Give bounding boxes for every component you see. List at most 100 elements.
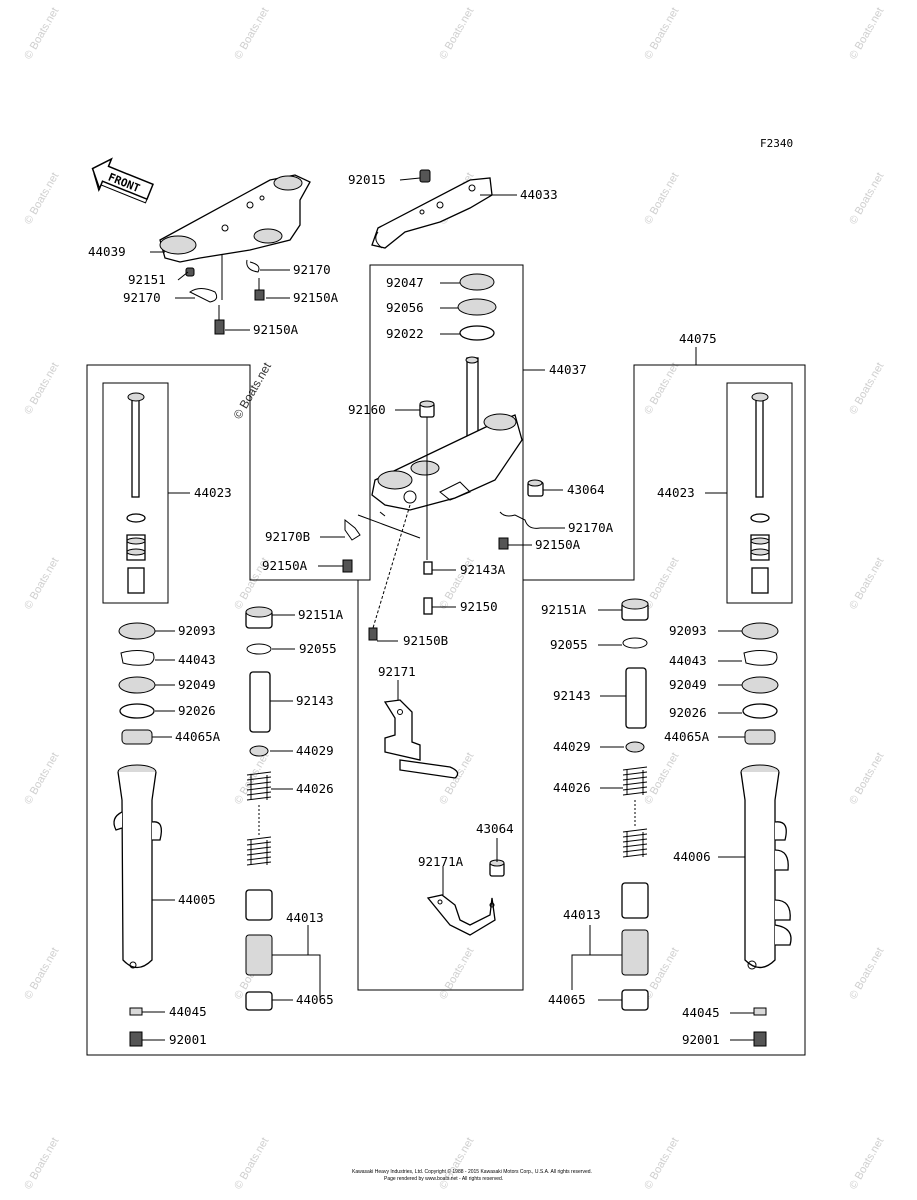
bolt-92150B <box>368 627 378 641</box>
seal-92022 <box>459 325 495 341</box>
label-92150A-top: 92150A <box>293 290 339 305</box>
svg-text:© Boats.net: © Boats.net <box>847 1136 886 1192</box>
clip-92170A <box>499 511 541 529</box>
label-43064-bottom: 43064 <box>476 821 514 836</box>
svg-text:© Boats.net: © Boats.net <box>22 6 61 62</box>
svg-text:© Boats.net: © Boats.net <box>847 751 886 807</box>
label-92150A-left: 92150A <box>262 558 308 573</box>
left-inner-fork-parts <box>245 606 273 1011</box>
watermark-dark: © Boats.net <box>230 359 274 421</box>
svg-text:© Boats.net: © Boats.net <box>437 1136 476 1192</box>
label-44026-left: 44026 <box>296 781 334 796</box>
handlebar-holder-44033 <box>371 169 493 249</box>
label-92150A-top2: 92150A <box>253 322 299 337</box>
diagram-code: F2340 <box>760 137 793 150</box>
front-arrow-icon: FRONT <box>91 157 154 204</box>
bolt-92150A-mid <box>498 537 509 550</box>
label-44039: 44039 <box>88 244 126 259</box>
label-92022: 92022 <box>386 326 424 341</box>
svg-text:© Boats.net: © Boats.net <box>22 361 61 417</box>
svg-text:© Boats.net: © Boats.net <box>22 946 61 1002</box>
label-92170B: 92170B <box>265 529 310 544</box>
steering-stem-44037 <box>371 356 523 511</box>
svg-text:© Boats.net: © Boats.net <box>232 6 271 62</box>
label-44043-left: 44043 <box>178 652 216 667</box>
label-92171: 92171 <box>378 664 416 679</box>
svg-text:© Boats.net: © Boats.net <box>22 171 61 227</box>
label-92001-right: 92001 <box>682 1032 720 1047</box>
label-44043-right: 44043 <box>669 653 707 668</box>
label-92055-left: 92055 <box>299 641 337 656</box>
label-92093-right: 92093 <box>669 623 707 638</box>
label-44037: 44037 <box>549 362 587 377</box>
label-44045-right: 44045 <box>682 1005 720 1020</box>
svg-text:© Boats.net: © Boats.net <box>847 556 886 612</box>
bushing-92160 <box>419 400 435 560</box>
label-92151A-left: 92151A <box>298 607 344 622</box>
clip-92170B <box>344 518 361 541</box>
svg-text:© Boats.net: © Boats.net <box>642 751 681 807</box>
label-92170-top: 92170 <box>293 262 331 277</box>
bolt-92150A-left <box>342 559 353 573</box>
stem-group-box <box>357 264 524 991</box>
label-43064-top: 43064 <box>567 482 605 497</box>
label-44065A-right: 44065A <box>664 729 710 744</box>
label-44065-right: 44065 <box>548 992 586 1007</box>
bracket-92171A <box>426 894 496 936</box>
label-92049-right: 92049 <box>669 677 707 692</box>
label-92047: 92047 <box>386 275 424 290</box>
outer-tube-44005 <box>113 764 163 1047</box>
leader-lines <box>142 177 754 1041</box>
left-fork-box <box>86 364 806 1056</box>
label-44006: 44006 <box>673 849 711 864</box>
label-92026-left: 92026 <box>178 703 216 718</box>
damper-rod-kit-44023-right <box>726 382 793 604</box>
svg-text:© Boats.net: © Boats.net <box>847 6 886 62</box>
label-92049-left: 92049 <box>178 677 216 692</box>
label-92151: 92151 <box>128 272 166 287</box>
svg-text:© Boats.net: © Boats.net <box>847 171 886 227</box>
svg-text:© Boats.net: © Boats.net <box>847 946 886 1002</box>
upper-bracket-44039 <box>159 174 311 335</box>
label-92056: 92056 <box>386 300 424 315</box>
collar-43064-top <box>527 479 544 497</box>
label-44005: 44005 <box>178 892 216 907</box>
label-92026-right: 92026 <box>669 705 707 720</box>
label-92143-right: 92143 <box>553 688 591 703</box>
footer-copyright: Kawasaki Heavy Industries, Ltd. Copyrigh… <box>352 1168 592 1175</box>
label-92160: 92160 <box>348 402 386 417</box>
label-92171A: 92171A <box>418 854 464 869</box>
svg-text:© Boats.net: © Boats.net <box>642 361 681 417</box>
right-fork-seals <box>741 622 779 745</box>
label-44033: 44033 <box>520 187 558 202</box>
label-92001-left: 92001 <box>169 1032 207 1047</box>
label-44013-left: 44013 <box>286 910 324 925</box>
bolt-92150 <box>423 597 433 615</box>
part-labels: 44039 92151 92170 92170 92150A 92150A 92… <box>88 172 720 1047</box>
right-inner-fork-parts <box>621 598 649 1011</box>
label-92150: 92150 <box>460 599 498 614</box>
footer-rendered: Page rendered by www.boats.net - All rig… <box>384 1176 503 1182</box>
label-92151A-right: 92151A <box>541 602 587 617</box>
seal-92047 <box>459 273 495 291</box>
collar-43064-bottom <box>489 859 505 877</box>
bracket-92171 <box>383 699 459 779</box>
svg-text:© Boats.net: © Boats.net <box>232 1136 271 1192</box>
label-92150A-mid: 92150A <box>535 537 581 552</box>
label-44029-right: 44029 <box>553 739 591 754</box>
label-92093-left: 92093 <box>178 623 216 638</box>
label-92015: 92015 <box>348 172 386 187</box>
label-44065A-left: 44065A <box>175 729 221 744</box>
bolt-92143A <box>423 561 433 575</box>
label-92055-right: 92055 <box>550 637 588 652</box>
svg-text:© Boats.net: © Boats.net <box>642 6 681 62</box>
svg-text:© Boats.net: © Boats.net <box>437 946 476 1002</box>
svg-text:© Boats.net: © Boats.net <box>22 1136 61 1192</box>
label-92170A: 92170A <box>568 520 614 535</box>
label-44075: 44075 <box>679 331 717 346</box>
svg-text:© Boats.net: © Boats.net <box>22 556 61 612</box>
damper-rod-kit-44023-left <box>102 382 169 604</box>
label-44023-left: 44023 <box>194 485 232 500</box>
seal-92056 <box>457 298 497 316</box>
